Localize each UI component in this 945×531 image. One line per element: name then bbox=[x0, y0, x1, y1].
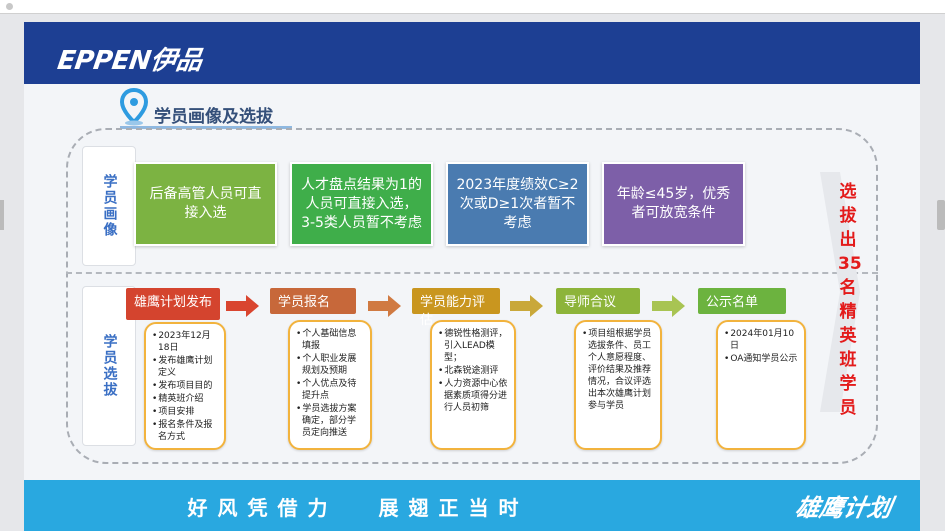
left-edge-handle bbox=[0, 200, 4, 230]
profile-card-text: 后备高管人员可直接入选 bbox=[149, 186, 262, 221]
step-title: 雄鹰计划发布 bbox=[134, 295, 213, 310]
step-item: 发布项目目的 bbox=[152, 380, 218, 392]
profile-card-review: 人才盘点结果为1的人员可直接入选，3-5类人员暂不考虑 bbox=[290, 162, 433, 246]
step-box-publish: 2024年01月10日 OA通知学员公示 bbox=[716, 320, 806, 450]
profile-card-performance: 2023年度绩效C≥2次或D≥1次者暂不考虑 bbox=[446, 162, 589, 246]
step-title: 导师合议 bbox=[564, 295, 617, 310]
step-item: 发布雄鹰计划定义 bbox=[152, 355, 218, 379]
step-box-launch: 2023年12月18日 发布雄鹰计划定义 发布项目目的 精英班介绍 项目安排 报… bbox=[144, 322, 226, 450]
step-title: 学员报名 bbox=[278, 295, 331, 310]
step-item: 个人优点及待提升点 bbox=[296, 378, 364, 402]
result-chevron-icon bbox=[820, 172, 860, 412]
profile-card-age: 年龄≤45岁，优秀者可放宽条件 bbox=[602, 162, 745, 246]
window-dot bbox=[6, 3, 13, 10]
step-item: 个人职业发展规划及预期 bbox=[296, 353, 364, 377]
step-head-assessment: 学员能力评估 bbox=[412, 288, 500, 328]
step-item: OA通知学员公示 bbox=[724, 353, 798, 365]
slide: EPPEN伊品 学员画像及选拔 学员画像 学员选拔 后备高管人员可直接入选 人才… bbox=[24, 22, 920, 531]
result-text: 选拔出35名精英班学员 bbox=[838, 182, 862, 418]
step-title: 公示名单 bbox=[706, 295, 759, 310]
step-item: 项目安排 bbox=[152, 406, 218, 418]
step-item: 2023年12月18日 bbox=[152, 330, 218, 354]
step-box-assessment: 德锐性格测评，引入LEAD模型； 北森锐途测评 人力资源中心依据素质项得分进行人… bbox=[430, 320, 516, 450]
profile-label: 学员画像 bbox=[82, 146, 136, 266]
step-head-publish: 公示名单 bbox=[698, 288, 786, 314]
slogan: 好风凭借力 展翅正当时 bbox=[24, 492, 692, 521]
profile-card-text: 2023年度绩效C≥2次或D≥1次者暂不考虑 bbox=[456, 176, 579, 231]
slide-header-bar bbox=[24, 22, 920, 84]
step-item: 个人基础信息填报 bbox=[296, 328, 364, 352]
step-box-signup: 个人基础信息填报 个人职业发展规划及预期 个人优点及待提升点 学员选拔方案确定，… bbox=[288, 320, 372, 450]
footer-bar bbox=[24, 480, 920, 531]
arrow-right-icon bbox=[510, 295, 543, 317]
step-head-mentor: 导师合议 bbox=[556, 288, 640, 314]
step-head-launch: 雄鹰计划发布 bbox=[126, 288, 220, 320]
step-head-signup: 学员报名 bbox=[270, 288, 356, 314]
slogan-part: 好风凭借力 bbox=[187, 496, 338, 520]
eppen-logo: EPPEN伊品 bbox=[55, 46, 204, 76]
footer-logo: 雄鹰计划 bbox=[793, 494, 895, 522]
scrollbar-thumb[interactable] bbox=[937, 200, 945, 230]
arrow-right-icon bbox=[368, 295, 401, 317]
step-item: 报名条件及报名方式 bbox=[152, 419, 218, 443]
step-item: 学员选拔方案确定，部分学员定向推送 bbox=[296, 403, 364, 439]
step-item: 人力资源中心依据素质项得分进行人员初筛 bbox=[438, 378, 508, 414]
selection-frame bbox=[66, 128, 878, 464]
step-title: 学员能力评估 bbox=[420, 295, 486, 328]
step-box-mentor: 项目组根据学员选拔条件、员工个人意愿程度、评价结果及推荐情况，合议评选出本次雄鹰… bbox=[574, 320, 662, 450]
step-item: 项目组根据学员选拔条件、员工个人意愿程度、评价结果及推荐情况，合议评选出本次雄鹰… bbox=[582, 328, 654, 412]
step-item: 2024年01月10日 bbox=[724, 328, 798, 352]
section-divider bbox=[66, 272, 878, 274]
arrow-right-icon bbox=[226, 295, 259, 317]
profile-card-senior: 后备高管人员可直接入选 bbox=[134, 162, 277, 246]
location-pin-icon bbox=[120, 88, 148, 126]
step-item: 德锐性格测评，引入LEAD模型； bbox=[438, 328, 508, 364]
step-item: 精英班介绍 bbox=[152, 393, 218, 405]
title-underline bbox=[120, 126, 292, 129]
profile-card-text: 人才盘点结果为1的人员可直接入选，3-5类人员暂不考虑 bbox=[301, 176, 422, 231]
step-item: 北森锐途测评 bbox=[438, 365, 508, 377]
window-top-strip bbox=[0, 0, 945, 14]
arrow-right-icon bbox=[652, 295, 685, 317]
slogan-part: 展翅正当时 bbox=[378, 496, 529, 520]
profile-card-text: 年龄≤45岁，优秀者可放宽条件 bbox=[616, 186, 731, 221]
section-title: 学员画像及选拔 bbox=[154, 107, 273, 127]
